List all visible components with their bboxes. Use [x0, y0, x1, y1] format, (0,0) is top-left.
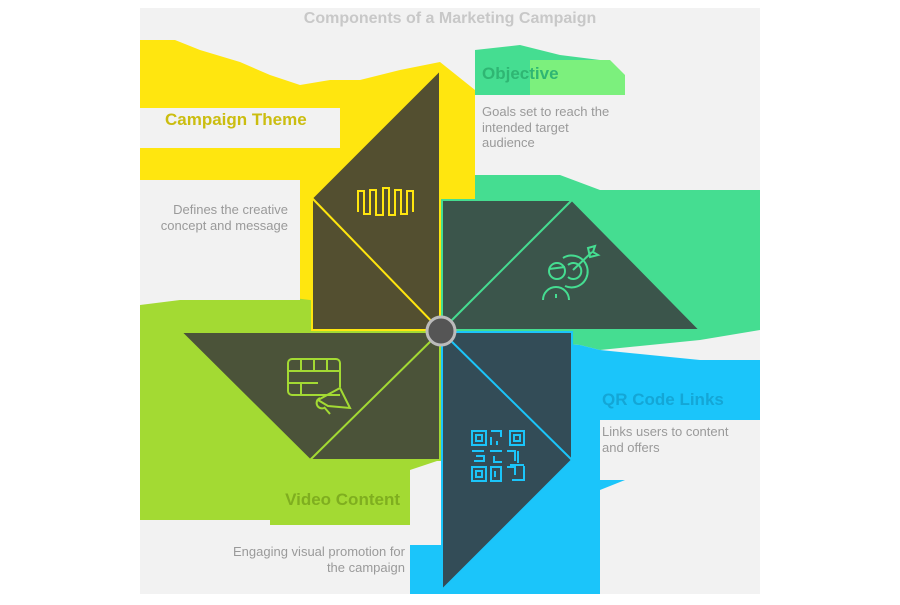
blade-green[interactable] [441, 199, 703, 331]
label-lime-desc: Engaging visual promotion for the campai… [233, 544, 405, 575]
video-campaign-icon [287, 358, 352, 415]
label-blue: QR Code Links [602, 390, 762, 410]
label-yellow-desc: Defines the creative concept and message [160, 202, 288, 233]
label-lime-title: Video Content [285, 490, 400, 509]
label-lime: Video Content [250, 490, 400, 510]
label-green-desc: Goals set to reach the intended target a… [482, 104, 610, 151]
label-blue-desc: Links users to content and offers [602, 424, 729, 455]
blade-yellow[interactable] [311, 67, 441, 331]
blade-lime[interactable] [178, 331, 441, 461]
label-blue-title: QR Code Links [602, 390, 724, 409]
label-green: Objective [482, 64, 622, 84]
qr-code-icon [471, 430, 525, 482]
blade-blue[interactable] [441, 331, 573, 593]
label-green-title: Objective [482, 64, 559, 83]
target-audience-icon [542, 244, 601, 301]
diagram-title: Components of a Marketing Campaign [303, 10, 597, 27]
green-light-region [530, 60, 625, 95]
label-yellow: Campaign Theme [165, 110, 335, 130]
label-yellow-title: Campaign Theme [165, 110, 307, 129]
center-hub [425, 315, 457, 347]
waveform-icon [357, 187, 414, 216]
